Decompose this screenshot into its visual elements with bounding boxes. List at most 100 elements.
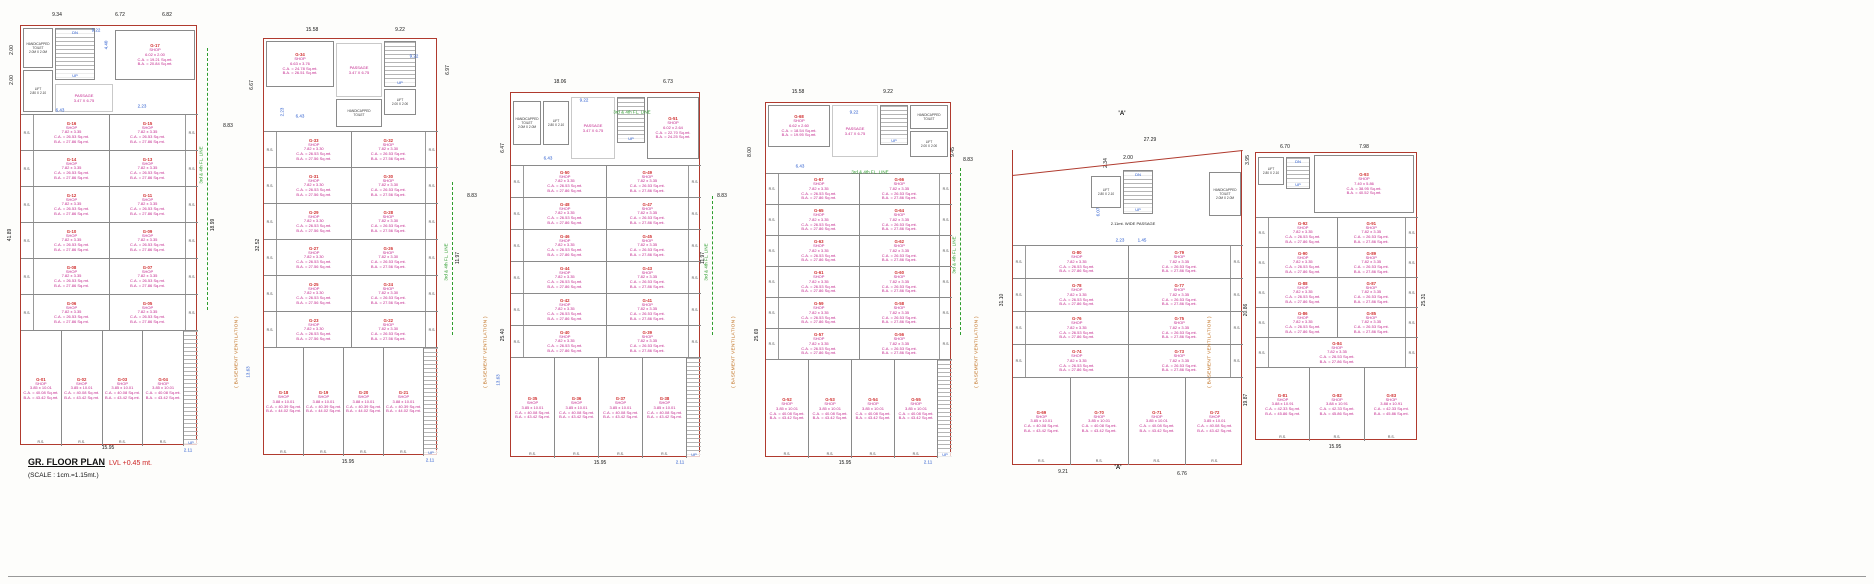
rolling-shutter-label: R.S. [688,230,701,261]
blue-dimension-label: 9.22 [409,53,419,59]
room-label-line: HANDICAPPED [515,116,539,121]
stairs-up-label: UP [687,452,701,457]
shop-builtup-area: B.A. = 27.56 Sq.mt. [296,227,332,233]
rolling-shutter-label: R.S. [1405,248,1418,277]
staircase: UP [183,331,198,446]
shop-id: G-04 [158,376,168,382]
shop-id: G-09 [142,228,153,234]
dimension-label: 6.76 [1177,471,1187,477]
shop-size: 7.82 x 3.30 [303,254,324,260]
rolling-shutter-label: R.S. [688,262,701,293]
room-label-line: HANDICAPPED [1213,187,1237,192]
shop-type: SHOP [277,394,290,400]
shop-id: G-72 [1209,409,1220,415]
shop-type: SHOP [813,274,825,280]
dimension-label: 19.87 [1243,393,1249,407]
shop-builtup-area: B.A. = 27.86 Sq.mt. [1285,328,1321,334]
shop-id: G-87 [1366,280,1377,286]
rolling-shutter-label: R.S. [1256,248,1269,277]
dimension-label: 11.97 [455,251,461,265]
shop-id: G-53 [825,397,835,403]
blue-dimension-label: 2.11 [923,459,933,465]
shop-carpet-area: C.A. = 26.53 Sq.mt. [1353,234,1389,240]
shop-id: G-58 [894,301,905,307]
rolling-shutter-label: R.S. [1095,459,1103,463]
shop-id: G-32 [383,137,394,143]
shop-carpet-area: C.A. = 26.53 Sq.mt. [547,279,583,285]
shop-carpet-area: C.A. = 26.53 Sq.mt. [129,170,166,176]
shop-builtup-area: B.A. = 27.86 Sq.mt. [54,282,89,288]
shop-builtup-area: B.A. = 27.56 Sq.mt. [370,227,406,233]
dimension-label: 6.72 [115,12,125,18]
shop-size: 7.82 x 3.35 [61,129,82,135]
shop-carpet-area: C.A. = 40.08 Sq.mt. [898,410,934,416]
shop-builtup-area: B.A. = 27.86 Sq.mt. [130,174,165,180]
shop-size: 7.82 x 3.35 [554,178,575,184]
shop-type: SHOP [308,321,320,327]
shop-type: SHOP [813,212,825,218]
shop-size: 3.85 x 10.01 [861,405,885,411]
wall-divider [605,230,607,261]
floor-line-label: 3rd & 4th FL. LINE [613,109,651,115]
shop-builtup-area: B.A. = 43.42 Sq.mt. [647,414,682,420]
wall-divider [858,329,860,359]
rolling-shutter-label: R.S. [688,198,701,229]
shop-builtup-area: B.A. = 44.02 Sq.mt. [266,408,301,414]
shop-id: G-51 [668,116,678,122]
shop-id: G-79 [1174,250,1185,256]
shop-carpet-area: C.A. = 19.21 Sq.mt. [137,56,173,62]
stairs-up-label: UP [385,80,415,85]
shop-carpet-area: C.A. = 26.53 Sq.mt. [1285,264,1321,270]
shop-builtup-area: B.A. = 27.86 Sq.mt. [1353,238,1389,244]
shop-id: G-66 [894,177,905,183]
rolling-shutter-label: R.S. [766,174,779,204]
shop-id: G-06 [66,300,77,306]
shop-builtup-area: B.A. = 43.42 Sq.mt. [23,394,59,400]
shop-id: G-14 [66,156,77,162]
shop-id: G-02 [76,376,87,382]
shop-id: G-25 [308,281,319,287]
shop-size: 7.82 x 3.35 [1066,291,1087,297]
shop-builtup-area: B.A. = 43.42 Sq.mt. [1197,427,1233,433]
shop-id: G-10 [66,228,77,234]
blue-dimension-label: 6.43 [543,155,553,161]
wall-divider [109,115,110,150]
wall-divider [1336,218,1338,247]
shop-size: 7.82 x 3.35 [889,185,910,191]
rolling-shutter-label: R.S. [360,450,367,454]
shop-type: SHOP [614,400,627,406]
rolling-shutter-label: R.S. [264,240,277,275]
shop-type: SHOP [382,213,394,219]
shop-carpet-area: C.A. = 26.53 Sq.mt. [53,242,90,248]
shop-type: SHOP [141,268,154,274]
shop-builtup-area: B.A. = 27.86 Sq.mt. [1353,298,1389,304]
